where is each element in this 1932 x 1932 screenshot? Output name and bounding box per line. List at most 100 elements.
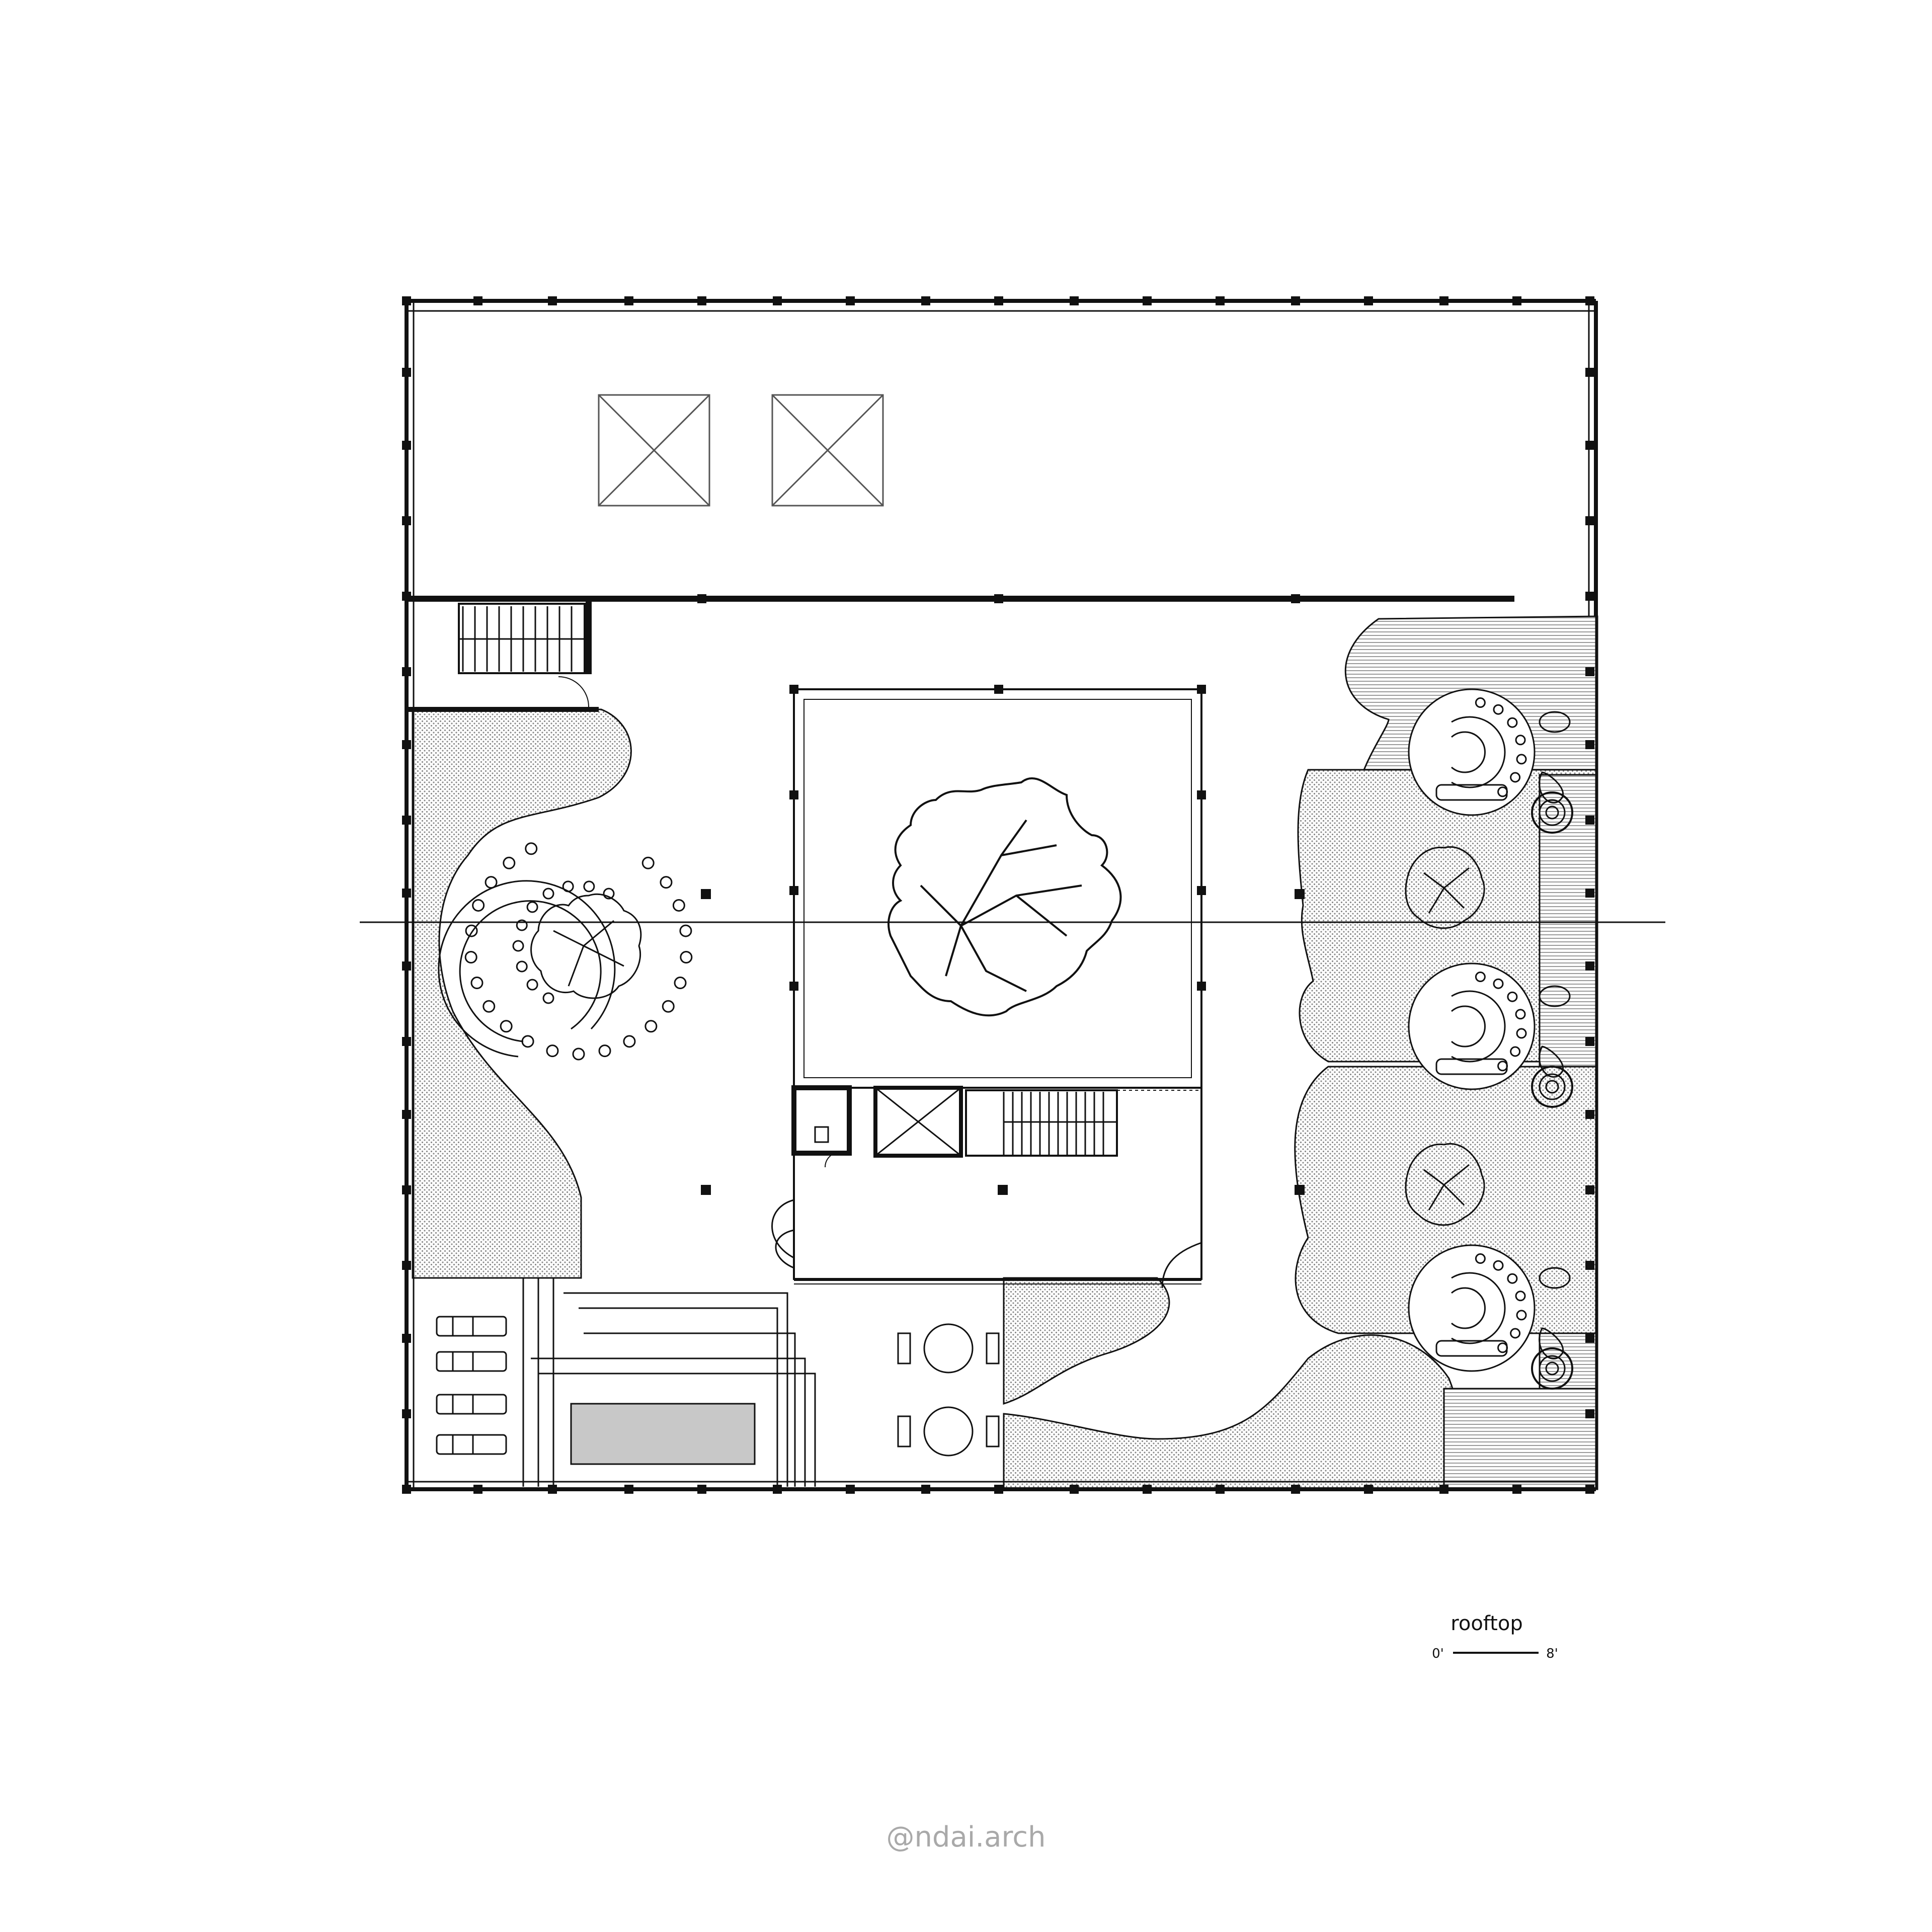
small-tree-icon: [1405, 846, 1485, 929]
stool: [500, 1020, 513, 1033]
column: [402, 441, 411, 450]
left-courtyard-tree-icon: [530, 893, 642, 999]
column: [773, 296, 782, 305]
column: [402, 1334, 411, 1343]
column: [846, 296, 855, 305]
seating-pod: [1408, 962, 1573, 1108]
column: [1585, 740, 1594, 749]
stool: [503, 856, 516, 869]
column: [846, 1485, 855, 1494]
central-courtyard-frame: [793, 688, 1202, 1089]
column: [1585, 961, 1594, 971]
left-circular-seating: [438, 842, 693, 1061]
stool: [526, 979, 538, 991]
stool: [482, 1000, 496, 1013]
stool: [464, 950, 477, 963]
courtyard-tree-icon: [888, 777, 1122, 1017]
column: [1143, 296, 1152, 305]
column: [1364, 296, 1373, 305]
column: [402, 667, 411, 676]
column: [402, 889, 411, 898]
left-planter-bed: [412, 708, 632, 1279]
column: [1216, 296, 1225, 305]
bottom-planter-bed: [1003, 1277, 1170, 1405]
stool: [470, 977, 484, 990]
stool: [672, 899, 685, 912]
upper-left-stair: [407, 599, 599, 712]
column: [473, 296, 482, 305]
pool: [570, 1403, 756, 1465]
column: [402, 1185, 411, 1194]
column: [1585, 368, 1594, 377]
column: [1512, 296, 1521, 305]
stool: [542, 888, 554, 900]
column: [1512, 1485, 1521, 1494]
column: [1070, 1485, 1079, 1494]
column: [921, 296, 930, 305]
column: [773, 1485, 782, 1494]
column: [697, 1485, 706, 1494]
bottom-right-deck: [1443, 1388, 1598, 1490]
column: [402, 816, 411, 825]
column: [1291, 296, 1300, 305]
interior-columns: [701, 889, 1305, 1195]
column: [1585, 592, 1594, 601]
column: [1216, 1485, 1225, 1494]
stool: [472, 899, 485, 912]
sun-loungers: [436, 1316, 507, 1455]
column: [548, 296, 557, 305]
column: [402, 1261, 411, 1270]
stool: [603, 888, 615, 900]
stool: [546, 1044, 559, 1058]
column: [1585, 516, 1594, 525]
watermark: @ndai.arch: [886, 1821, 1045, 1854]
column: [1585, 1409, 1594, 1418]
stool: [583, 880, 595, 893]
column: [1585, 816, 1594, 825]
column: [1439, 1485, 1448, 1494]
stool: [679, 924, 692, 937]
stool: [542, 992, 554, 1004]
column: [402, 1110, 411, 1119]
stool: [662, 1000, 675, 1013]
column: [402, 1037, 411, 1046]
column: [1585, 1037, 1594, 1046]
column: [402, 1409, 411, 1418]
stool: [562, 880, 574, 893]
right-planter-bed-2: [1294, 1066, 1598, 1334]
stool: [674, 977, 687, 990]
stool: [645, 1020, 658, 1033]
scale-bar-end-label: 8': [1546, 1646, 1558, 1661]
central-core: [771, 1085, 1202, 1289]
seating-pod: [1408, 688, 1573, 834]
column: [1585, 296, 1594, 305]
stool: [521, 1035, 534, 1048]
right-seating-pods: [1405, 688, 1573, 1390]
stool: [641, 856, 655, 869]
column: [1439, 296, 1448, 305]
column: [1585, 1110, 1594, 1119]
stool: [572, 1048, 585, 1061]
column: [1364, 1485, 1373, 1494]
pool-deck-steps: [522, 1278, 816, 1487]
column: [624, 296, 633, 305]
stool: [660, 876, 673, 889]
skylight-1: [598, 394, 710, 507]
lounger: [436, 1434, 507, 1455]
column: [1143, 1485, 1152, 1494]
stool: [516, 919, 528, 931]
column: [1291, 1485, 1300, 1494]
seating-pod: [1408, 1244, 1573, 1390]
lounger: [436, 1351, 507, 1372]
lounger: [436, 1394, 507, 1415]
drawing-title: rooftop: [1451, 1612, 1522, 1635]
stool: [598, 1044, 611, 1058]
column: [473, 1485, 482, 1494]
stool: [512, 940, 524, 952]
column: [402, 961, 411, 971]
lounger: [436, 1316, 507, 1337]
column: [402, 296, 411, 305]
stool: [680, 950, 693, 963]
column: [548, 1485, 557, 1494]
column: [1585, 667, 1594, 676]
